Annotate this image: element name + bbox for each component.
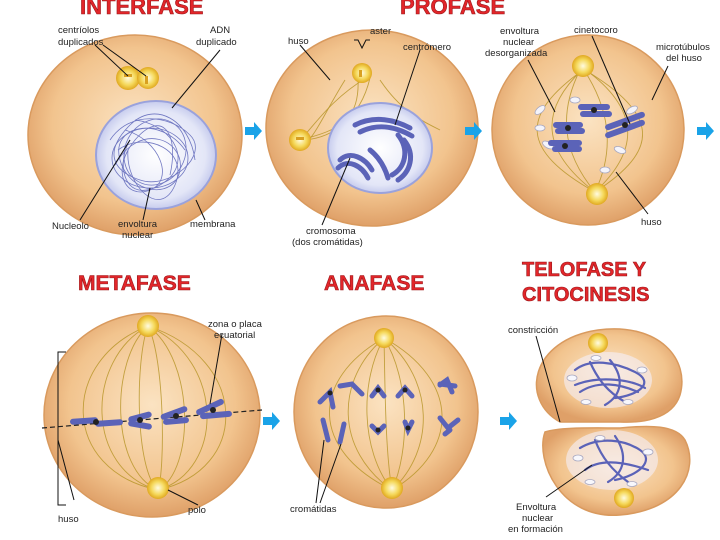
anafase-cell: cromátidas bbox=[290, 315, 479, 515]
anafase-centromeres bbox=[327, 387, 411, 433]
arrow-right-icon bbox=[263, 412, 280, 430]
title-profase: PROFASE bbox=[400, 0, 505, 19]
nuclear-fragments bbox=[534, 96, 638, 174]
label-del-huso: del huso bbox=[666, 53, 702, 64]
label-huso-profase: huso bbox=[288, 36, 309, 47]
label-membrana: membrana bbox=[190, 219, 236, 230]
title-metafase: METAFASE bbox=[78, 272, 191, 295]
anafase-spindle bbox=[329, 337, 443, 491]
prometafase-cell: envoltura nuclear desorganizada cinetoco… bbox=[485, 25, 710, 228]
label-centriolos: centríolos bbox=[58, 25, 99, 36]
label-adn-duplicado: duplicado bbox=[196, 37, 237, 48]
label-huso-prometafase: huso bbox=[641, 217, 662, 228]
metafase-spindle bbox=[82, 325, 227, 491]
profase-cell: huso aster centrómero cromosoma (dos cro… bbox=[265, 26, 479, 248]
arrow-right-icon bbox=[697, 122, 714, 140]
title-anafase: ANAFASE bbox=[324, 272, 424, 295]
metafase-centrosomes bbox=[137, 315, 169, 499]
label-duplicados: duplicados bbox=[58, 37, 104, 48]
label-dos-cromatidas: (dos cromátidas) bbox=[292, 237, 363, 248]
label-ecuatorial: ecuatorial bbox=[214, 330, 255, 341]
label-envoltura-formacion: Envoltura bbox=[516, 502, 557, 513]
label-nuclear-des: nuclear bbox=[503, 37, 534, 48]
label-envoltura-nuclear: nuclear bbox=[122, 230, 153, 241]
arrow-right-icon bbox=[245, 122, 262, 140]
label-huso-metafase: huso bbox=[58, 514, 79, 525]
title-citocinesis: CITOCINESIS bbox=[522, 284, 649, 306]
prometafase-centrosomes bbox=[572, 55, 608, 205]
label-polo: polo bbox=[188, 505, 206, 516]
telofase-nucleus-top bbox=[564, 352, 652, 408]
label-aster: aster bbox=[370, 26, 391, 37]
label-cromatidas: cromátidas bbox=[290, 504, 337, 515]
arrow-right-icon bbox=[465, 122, 482, 140]
profase-centrosomes bbox=[289, 63, 372, 151]
interfase-cell: centríolos duplicados ADN duplicado Nucl… bbox=[27, 25, 243, 241]
interfase-centrioles bbox=[116, 66, 159, 90]
telofase-centrosomes bbox=[588, 333, 634, 508]
label-envoltura-des: envoltura bbox=[500, 26, 540, 37]
telofase-cell: constricción Envoltura nuclear en formac… bbox=[508, 325, 691, 535]
label-zona: zona o placa bbox=[208, 319, 263, 330]
label-desorganizada: desorganizada bbox=[485, 48, 548, 59]
anafase-centrosomes bbox=[374, 328, 403, 499]
metafase-chromosomes bbox=[70, 398, 232, 430]
label-centromero: centrómero bbox=[403, 42, 451, 53]
label-nucleolo: Nucleolo bbox=[52, 221, 89, 232]
equatorial-plate-line bbox=[41, 409, 263, 429]
label-nuclear-formacion: nuclear bbox=[522, 513, 553, 524]
label-envoltura: envoltura bbox=[118, 219, 158, 230]
label-constriccion: constricción bbox=[508, 325, 558, 336]
label-adn: ADN bbox=[210, 25, 230, 36]
profase-chromosomes bbox=[335, 116, 415, 183]
label-cromosoma: cromosoma bbox=[306, 226, 356, 237]
arrow-right-icon bbox=[500, 412, 517, 430]
dna-tangle bbox=[109, 113, 196, 200]
metafase-cell: zona o placa ecuatorial huso polo bbox=[41, 312, 263, 525]
telofase-nucleus-bottom bbox=[566, 430, 658, 490]
label-microtubulos: microtúbulos bbox=[656, 42, 710, 53]
label-cinetocoro: cinetocoro bbox=[574, 25, 618, 36]
title-interfase: INTERFASE bbox=[80, 0, 203, 19]
label-en-formacion: en formación bbox=[508, 524, 563, 535]
title-telofase: TELOFASE Y bbox=[522, 259, 647, 281]
prometafase-chromosomes bbox=[548, 104, 645, 152]
